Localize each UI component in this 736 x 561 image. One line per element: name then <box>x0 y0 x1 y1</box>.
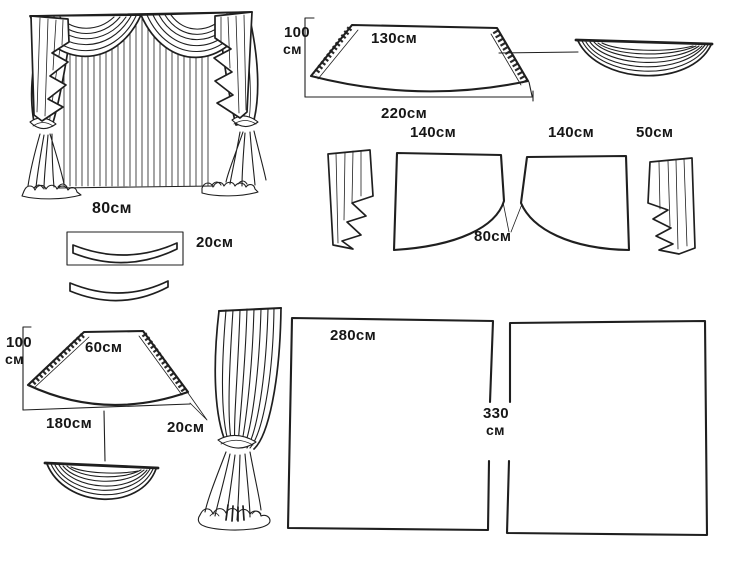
valance-cascade-left <box>30 15 70 122</box>
right-drape-pool <box>201 180 259 197</box>
panel-width-label: 280см <box>330 327 376 344</box>
finished-curtain-width-label: 80см <box>92 200 132 217</box>
gathered-edge-right-small <box>141 332 188 394</box>
panel-height-value: 330 <box>483 405 509 422</box>
strip-height-label: 20см <box>196 234 234 251</box>
strip-bounding-box <box>66 231 184 266</box>
panel-height-unit: см <box>486 422 505 438</box>
connector-line-to-swag <box>498 51 579 54</box>
large-swag-bottom-edge-label: 220см <box>381 105 427 122</box>
swag-pattern-outline <box>309 23 530 93</box>
gathered-edge-right <box>492 29 528 84</box>
left-drape-skirt <box>27 133 65 190</box>
valance-band-strips <box>66 231 184 302</box>
swag-pattern-outline-small <box>26 329 190 406</box>
height-bracket-small <box>22 326 32 411</box>
height-bracket <box>304 17 315 98</box>
cascade-jabot-left <box>327 149 374 250</box>
large-swag-top-edge-label: 130см <box>371 30 417 47</box>
small-swag-height-unit: см <box>5 351 24 367</box>
curtain-rod-line <box>29 11 253 17</box>
bottom-dimension-line <box>304 81 534 102</box>
large-swag-height-unit: см <box>283 41 302 57</box>
sheer-hem <box>57 185 215 189</box>
small-swag-height-value: 100 <box>6 334 32 351</box>
swag-pattern-large <box>304 17 579 102</box>
curved-band-strip-2 <box>69 280 169 302</box>
right-drape-skirt <box>225 130 267 187</box>
large-swag-height-value: 100 <box>284 24 310 41</box>
finished-swag-bottom <box>43 461 160 501</box>
tail-pattern-right <box>519 154 631 252</box>
bottom-dimension-line-small <box>22 403 191 411</box>
cascade-jabot-right <box>647 157 696 255</box>
sheer-stripes <box>63 17 209 187</box>
small-swag-bottom-edge-label: 180см <box>46 415 92 432</box>
panel-skirt <box>204 451 262 521</box>
curved-band-strip-1 <box>72 242 178 264</box>
finished-curtain-illustration <box>21 11 267 200</box>
tied-curtain-illustration <box>197 306 283 531</box>
panel-rectangle-right <box>505 319 709 537</box>
tail-inner-height-label: 80см <box>474 228 512 245</box>
panel-tieback <box>217 434 257 449</box>
tail-left-width-label: 140см <box>410 124 456 141</box>
cascade-width-label: 50см <box>636 124 674 141</box>
finished-swag-top <box>574 38 714 77</box>
swag-pattern-small <box>22 326 208 462</box>
tail-right-width-label: 140см <box>548 124 594 141</box>
inner-height-pointer-lines <box>502 201 523 233</box>
left-drape-pool <box>21 183 82 200</box>
small-swag-corner-label: 20см <box>167 419 205 436</box>
left-tieback <box>29 117 57 130</box>
corner-pointer-lines <box>187 392 208 421</box>
valance-cascade-right <box>213 11 253 119</box>
connector-line-to-bottom-swag <box>103 410 106 462</box>
small-swag-top-edge-label: 60см <box>85 339 123 356</box>
panel-rectangle-left <box>286 316 495 532</box>
tail-pattern-left <box>392 151 506 252</box>
gathered-edge-left-small <box>29 333 85 387</box>
